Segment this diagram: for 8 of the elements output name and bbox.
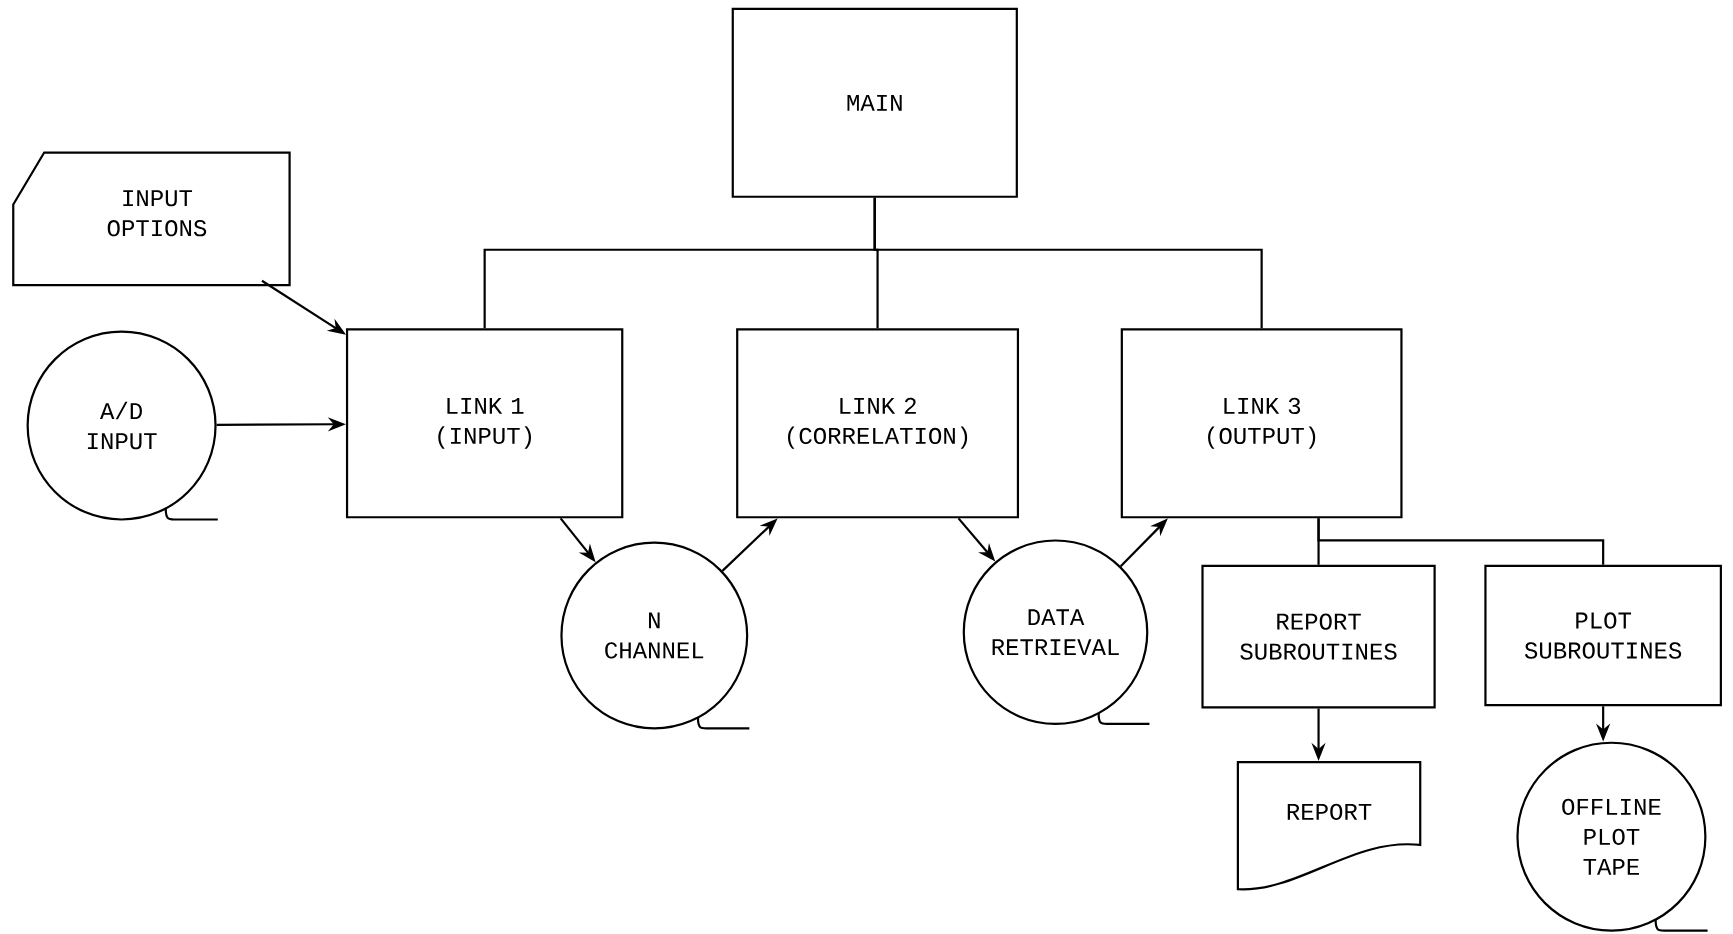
connector-line [1317,518,1605,565]
process-box: LINK 2 (CORRELATION) [736,328,1020,519]
connector-line [873,197,1263,329]
process-box: LINK 1 (INPUT) [345,328,624,519]
process-box: PLOT SUBROUTINES [1484,564,1722,707]
process-box: MAIN [731,7,1018,198]
process-box: LINK 3 (OUTPUT) [1120,328,1403,519]
process-box: REPORT SUBROUTINES [1201,564,1436,709]
